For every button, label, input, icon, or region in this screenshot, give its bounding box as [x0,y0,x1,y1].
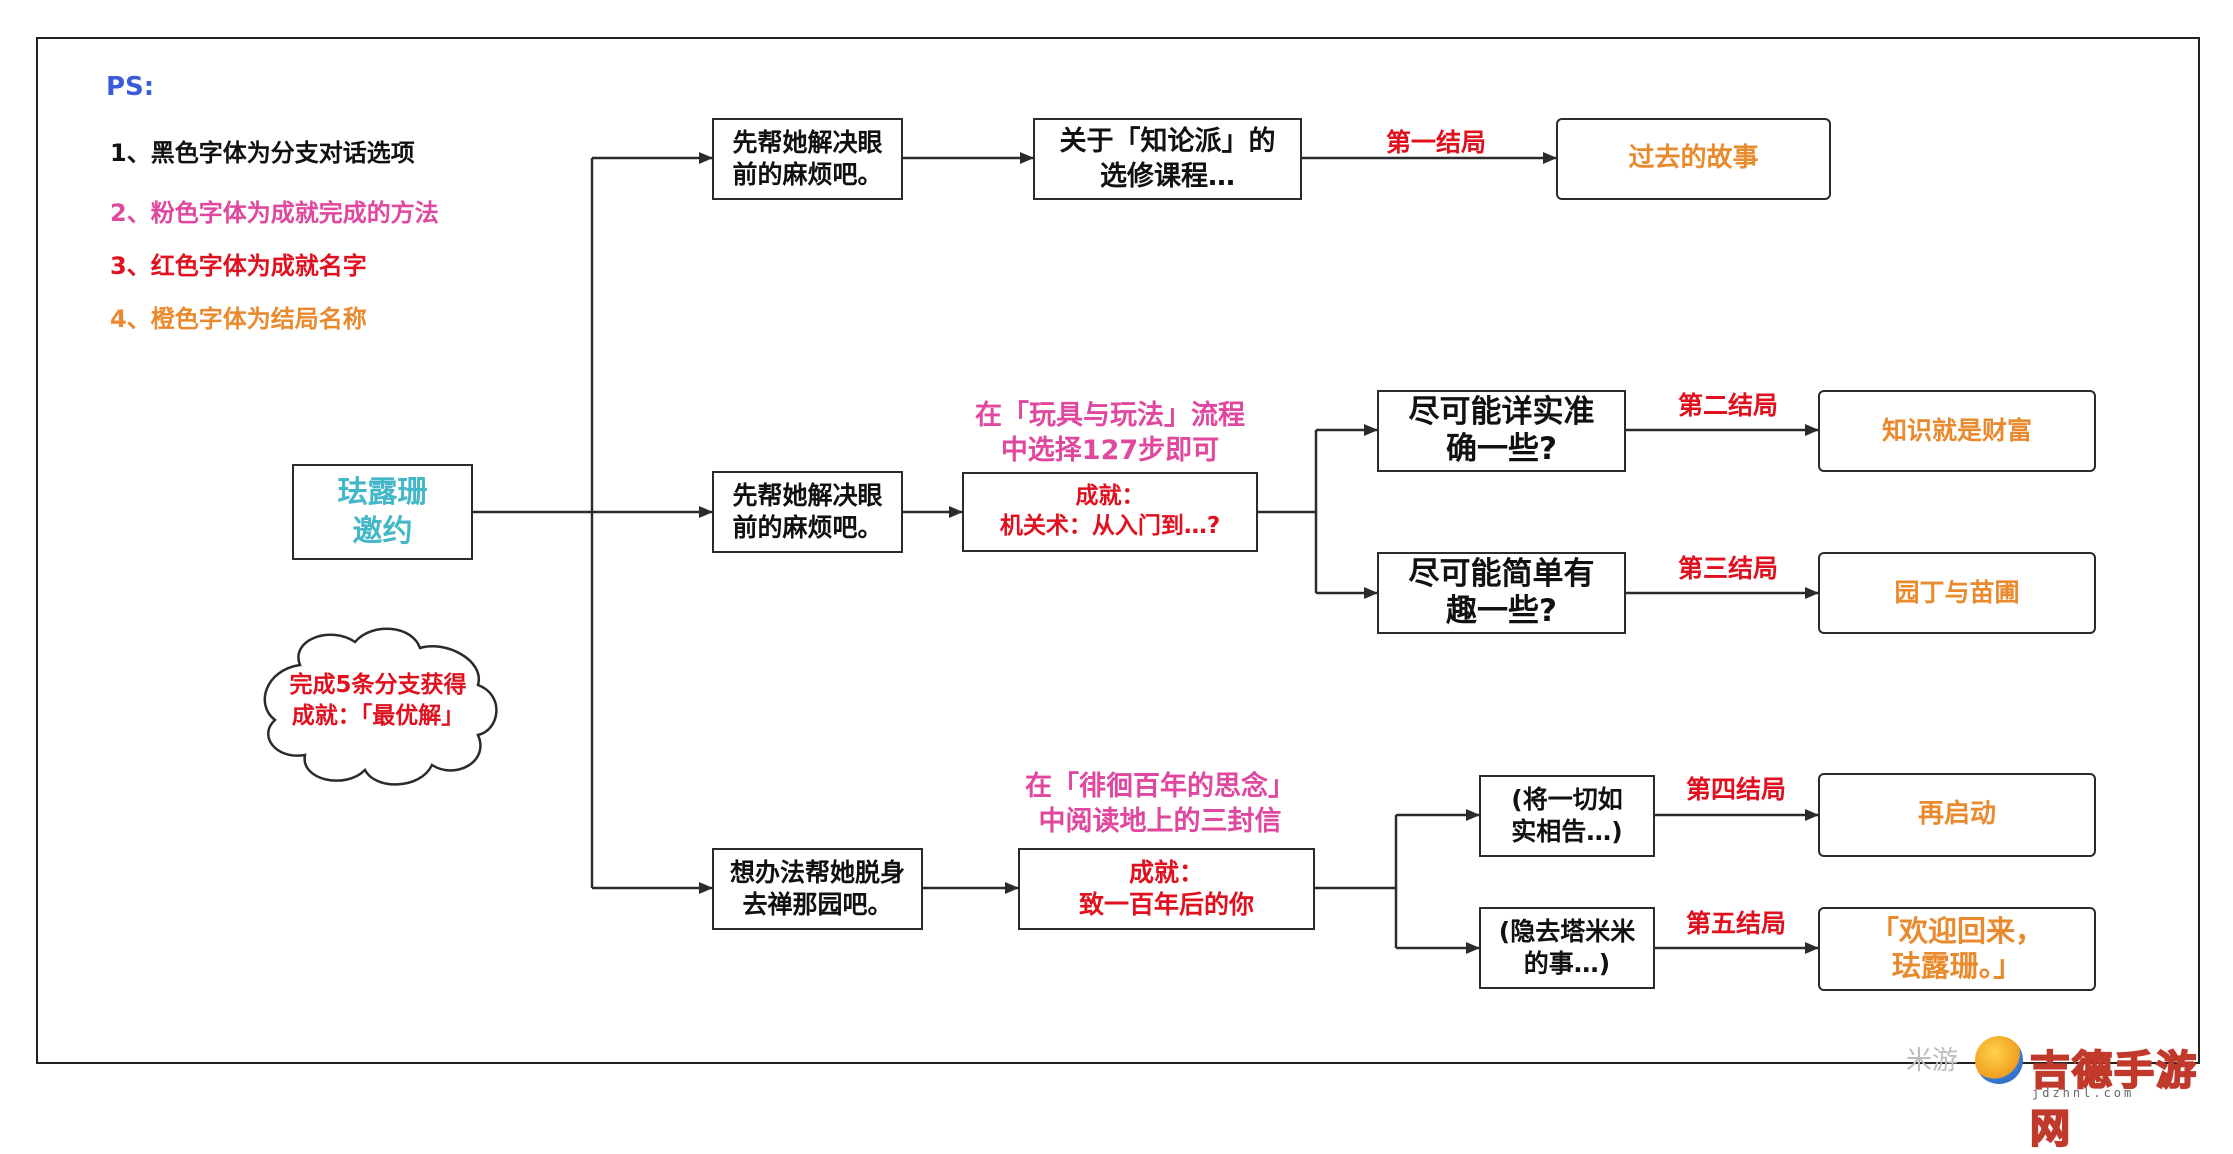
legend-item-pink: 2、粉色字体为成就完成的方法 [110,199,439,227]
watermark-url: jdzhnl.com [2032,1086,2135,1100]
bottom-option-line2: 去禅那园吧。 [742,890,893,919]
ending-label-5: 第五结局 [1686,909,1787,938]
middle-option-line1: 先帮她解决眼 [732,480,883,510]
top-option-line2: 前的麻烦吧。 [732,160,883,189]
top-option-node: 先帮她解决眼 前的麻烦吧。 [712,118,903,200]
bottom-method-note: 在「徘徊百年的思念」 中阅读地上的三封信 [1010,769,1310,839]
watermark-logo-icon [1975,1036,2023,1084]
ending-label-3: 第三结局 [1678,554,1779,583]
diagram-frame [36,37,2200,1064]
ending-1-text: 过去的故事 [1628,143,1759,174]
bottom-achievement-line1: 成就： [1128,857,1204,887]
bottom-sub1-line2: 实相告…) [1511,817,1623,846]
ending-5-line2: 珐露珊。」 [1891,949,2023,983]
middle-sub2-line1: 尽可能简单有 [1408,555,1595,592]
bottom-option-node: 想办法帮她脱身 去禅那园吧。 [712,848,923,930]
ending-label-2: 第二结局 [1678,391,1779,420]
top-next-line2: 选修课程… [1100,161,1235,192]
cloud-line1: 完成5条分支获得 [289,672,467,698]
legend-item-orange: 4、橙色字体为结局名称 [110,305,367,333]
ending-node-1: 过去的故事 [1556,118,1831,200]
cloud-line2: 成就：「最优解」 [291,703,465,730]
middle-sub1-line1: 尽可能详实准 [1408,393,1595,430]
root-node: 珐露珊 邀约 [292,464,473,560]
cloud-shape [263,627,498,786]
legend-item-red: 3、红色字体为成就名字 [110,252,367,280]
bottom-sub1-line1: (将一切如 [1511,784,1623,814]
connector-lines [263,152,1819,954]
root-line1: 珐露珊 [337,475,428,510]
bottom-method-line2: 中阅读地上的三封信 [1038,806,1282,838]
middle-sub2-node: 尽可能简单有 趣一些? [1377,552,1626,634]
bottom-achievement-line2: 致一百年后的你 [1078,890,1254,919]
ending-node-3: 园丁与苗圃 [1818,552,2096,634]
bottom-sub2-node: (隐去塔米米 的事…) [1479,907,1655,989]
middle-achievement-node: 成就： 机关术：从入门到…? [962,472,1258,552]
root-line2: 邀约 [352,514,413,549]
ending-node-2: 知识就是财富 [1818,390,2096,472]
watermark-text: 米游 [1906,1046,1959,1076]
middle-sub1-node: 尽可能详实准 确一些? [1377,390,1626,472]
bottom-option-line1: 想办法帮她脱身 [729,857,905,887]
ending-label-1: 第一结局 [1386,128,1487,157]
bottom-sub2-line2: 的事…) [1523,949,1611,978]
ending-4-text: 再启动 [1917,799,1996,830]
ending-label-4: 第四结局 [1686,775,1787,804]
top-option-line1: 先帮她解决眼 [732,127,883,157]
middle-sub1-line2: 确一些? [1446,431,1557,467]
cloud-note: 完成5条分支获得 成就：「最优解」 [268,670,488,732]
middle-method-note: 在「玩具与玩法」流程 中选择127步即可 [960,398,1260,468]
ending-5-line1: 「欢迎回来， [1869,914,2044,949]
ending-node-5: 「欢迎回来， 珐露珊。」 [1818,907,2096,991]
top-next-node: 关于「知论派」的 选修课程… [1033,118,1302,200]
middle-sub2-line2: 趣一些? [1446,593,1557,629]
middle-achievement-line2: 机关术：从入门到…? [999,513,1221,539]
ending-node-4: 再启动 [1818,773,2096,857]
bottom-sub1-node: (将一切如 实相告…) [1479,775,1655,857]
middle-option-node: 先帮她解决眼 前的麻烦吧。 [712,471,903,553]
ending-2-text: 知识就是财富 [1881,415,2032,445]
middle-option-line2: 前的麻烦吧。 [732,513,883,542]
top-next-line1: 关于「知论派」的 [1059,125,1276,157]
bottom-method-line1: 在「徘徊百年的思念」 [1025,771,1295,802]
bottom-achievement-node: 成就： 致一百年后的你 [1018,848,1315,930]
legend-item-black: 1、黑色字体为分支对话选项 [110,139,415,167]
ending-3-text: 园丁与苗圃 [1894,577,2020,607]
middle-method-line1: 在「玩具与玩法」流程 [975,400,1245,431]
bottom-sub2-line1: (隐去塔米米 [1498,916,1636,946]
middle-method-line2: 中选择127步即可 [1000,435,1220,467]
middle-achievement-line1: 成就： [1075,483,1145,510]
legend-title: PS: [106,72,155,102]
